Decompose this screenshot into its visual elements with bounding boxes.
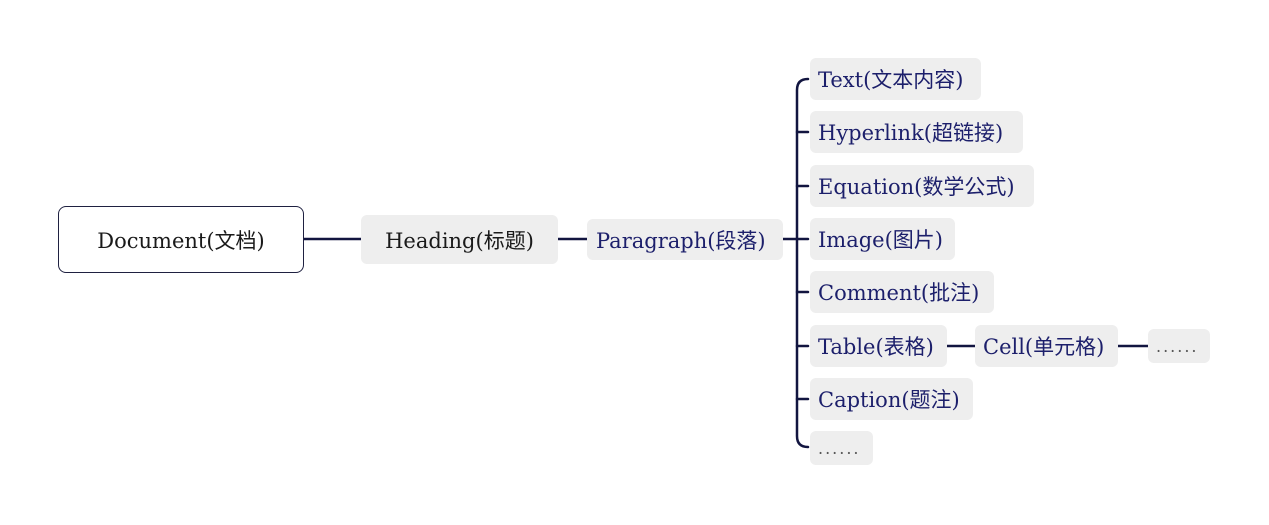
node-hyperlink: Hyperlink(超链接) bbox=[810, 111, 1023, 153]
node-text-label: Text(文本内容) bbox=[818, 68, 964, 92]
node-hyperlink-label: Hyperlink(超链接) bbox=[818, 121, 1004, 145]
node-cell-label: Cell(单元格) bbox=[983, 335, 1105, 359]
node-equation-label: Equation(数学公式) bbox=[818, 175, 1015, 199]
node-cell-more-label: ...... bbox=[1156, 336, 1199, 356]
node-heading-label: Heading(标题) bbox=[385, 228, 534, 253]
node-caption-label: Caption(题注) bbox=[818, 388, 960, 412]
root-node-document: Document(文档) bbox=[58, 206, 304, 273]
node-comment-label: Comment(批注) bbox=[818, 281, 980, 305]
node-image-label: Image(图片) bbox=[818, 228, 943, 252]
node-image: Image(图片) bbox=[810, 218, 955, 260]
node-heading: Heading(标题) bbox=[361, 215, 558, 264]
node-cell-more: ...... bbox=[1148, 329, 1210, 363]
node-table-label: Table(表格) bbox=[818, 335, 934, 359]
node-caption: Caption(题注) bbox=[810, 378, 973, 420]
node-paragraph-label: Paragraph(段落) bbox=[596, 228, 766, 253]
node-table: Table(表格) bbox=[810, 325, 947, 367]
node-more-label: ...... bbox=[818, 438, 861, 458]
node-cell: Cell(单元格) bbox=[975, 325, 1118, 367]
node-comment: Comment(批注) bbox=[810, 271, 994, 313]
node-more: ...... bbox=[810, 431, 873, 465]
root-node-label: Document(文档) bbox=[97, 228, 265, 253]
node-paragraph: Paragraph(段落) bbox=[587, 219, 783, 260]
node-text: Text(文本内容) bbox=[810, 58, 981, 100]
node-equation: Equation(数学公式) bbox=[810, 165, 1034, 207]
